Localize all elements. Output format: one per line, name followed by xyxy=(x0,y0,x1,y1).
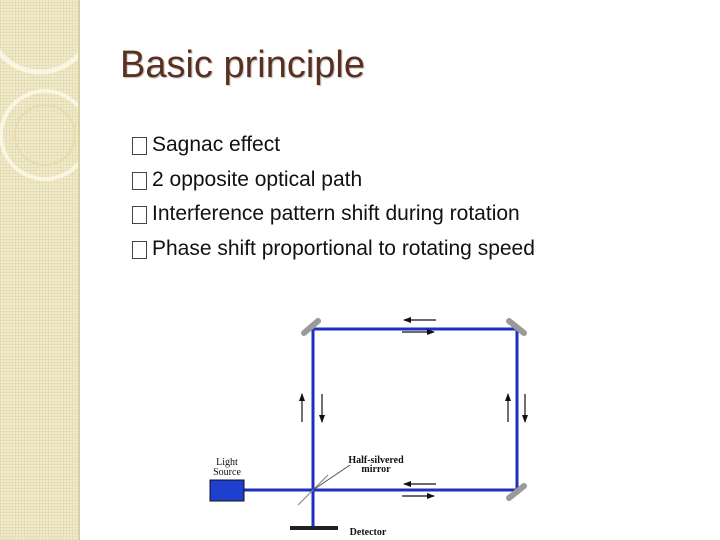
bullet-item: Sagnac effect xyxy=(132,128,535,163)
mirror-top-left xyxy=(301,318,321,336)
beam-path xyxy=(240,327,519,528)
slide-title: Basic principle xyxy=(120,44,365,86)
bullet-box-icon xyxy=(132,206,147,225)
bullet-list: Sagnac effect 2 opposite optical path In… xyxy=(132,128,535,266)
bullet-box-icon xyxy=(132,171,147,190)
bullet-box-icon xyxy=(132,240,147,259)
mirror-label-leader xyxy=(312,464,351,491)
detector-label: Detector xyxy=(350,527,387,538)
bullet-item: Phase shift proportional to rotating spe… xyxy=(132,232,535,267)
sidebar-edge xyxy=(78,0,80,540)
corner-mirrors xyxy=(301,318,527,501)
bullet-text: 2 opposite optical path xyxy=(152,167,363,191)
bullet-item: 2 opposite optical path xyxy=(132,163,535,198)
light-source-label-line1: Light xyxy=(216,457,238,468)
mirror-top-right xyxy=(506,318,527,336)
mirror-bottom-right xyxy=(506,483,527,501)
bullet-box-icon xyxy=(132,137,147,156)
mirror-label-line1: Half-silvered xyxy=(348,455,404,466)
light-source-label-line2: Source xyxy=(213,467,241,478)
bullet-item: Interference pattern shift during rotati… xyxy=(132,197,535,232)
bullet-text: Phase shift proportional to rotating spe… xyxy=(152,236,535,260)
light-source xyxy=(209,479,245,502)
sagnac-interferometer-diagram: Light Source Half-silvered mirror Detect… xyxy=(209,317,528,538)
decorative-rings xyxy=(0,49,78,181)
mirror-label-line2: mirror xyxy=(361,464,391,475)
direction-arrows xyxy=(299,317,528,499)
bullet-text: Interference pattern shift during rotati… xyxy=(152,202,520,225)
sidebar-decoration xyxy=(0,0,78,540)
bullet-text: Sagnac effect xyxy=(152,133,281,156)
